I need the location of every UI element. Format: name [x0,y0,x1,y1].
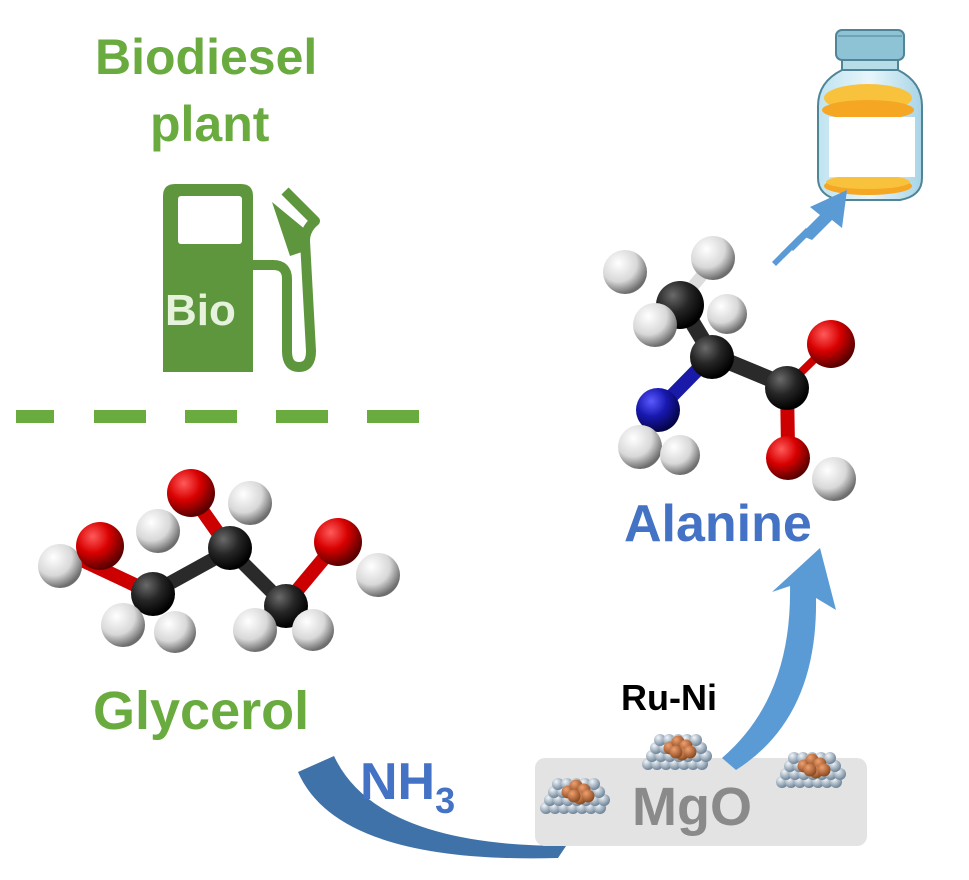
pill-bottle-icon [817,29,923,201]
glycerol-label: Glycerol [93,681,310,741]
divider-dashed [16,410,419,423]
title-line-2: plant [150,96,270,152]
metal-atom [817,763,831,777]
metal-atom [567,789,581,803]
metal-atom [683,745,697,759]
catalyst-cluster-right [776,752,846,788]
support-atom [824,752,836,764]
support-atom [654,734,666,746]
support-atom [690,734,702,746]
support-atom [588,778,600,790]
support-atom [788,752,800,764]
alanine-label: Alanine [624,495,812,553]
catalyst-cluster-middle [642,734,712,770]
catalyst-support-label: MgO [632,777,752,837]
catalyst-metal-label: Ru-Ni [621,677,717,718]
catalyst-cluster-left [540,778,610,814]
metal-atom [669,745,683,759]
ammonia-subscript: 3 [435,780,456,821]
support-atom [552,778,564,790]
fuel-pump-icon [163,184,320,372]
metal-atom [803,763,817,777]
ammonia-base: NH [360,753,436,811]
pump-label: Bio [165,286,236,335]
glycerol-molecule [38,469,400,653]
metal-atom [581,789,595,803]
alanine-molecule [603,236,856,501]
ammonia-label: NH3 [360,752,455,822]
arrow-to-product-icon [772,190,847,266]
title-line-1: Biodiesel [95,29,318,85]
